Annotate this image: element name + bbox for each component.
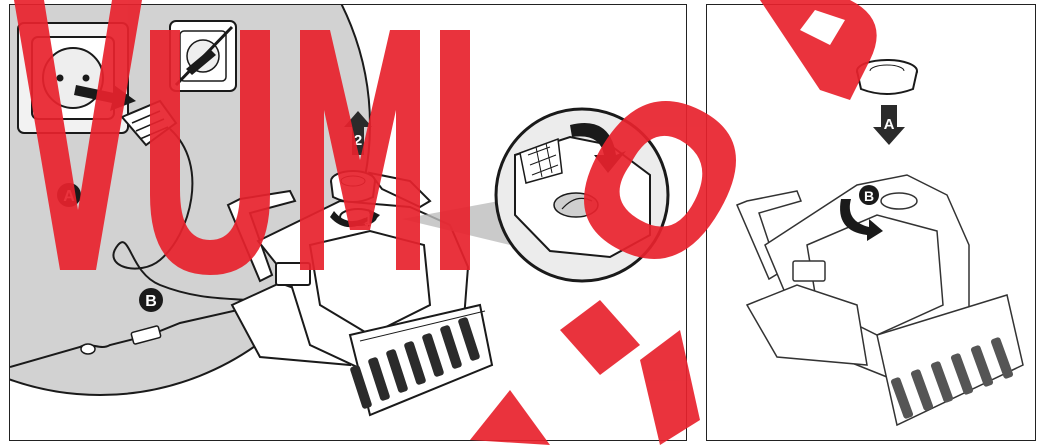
step-2-label: 2 <box>354 132 362 149</box>
svg-text:A: A <box>884 116 895 133</box>
left-instruction-panel: A B <box>9 4 687 441</box>
callout-a-left: A <box>57 183 81 207</box>
left-illustration: A B <box>10 5 687 441</box>
svg-text:B: B <box>145 293 157 310</box>
step-1-label: 1 <box>364 212 372 229</box>
pool-robot-right <box>737 175 1023 425</box>
no-socket-icon <box>170 21 236 91</box>
right-illustration: A B <box>707 5 1036 441</box>
insert-arrow-icon: A <box>873 105 905 145</box>
callout-b-left: B <box>139 288 163 312</box>
right-instruction-panel: A B <box>706 4 1036 441</box>
svg-text:A: A <box>63 188 75 205</box>
svg-text:B: B <box>864 188 874 204</box>
filter-cap-floating <box>857 60 917 94</box>
svg-text:1: 1 <box>364 212 372 229</box>
wall-socket <box>18 23 128 133</box>
filter-zoom-detail <box>496 109 668 281</box>
